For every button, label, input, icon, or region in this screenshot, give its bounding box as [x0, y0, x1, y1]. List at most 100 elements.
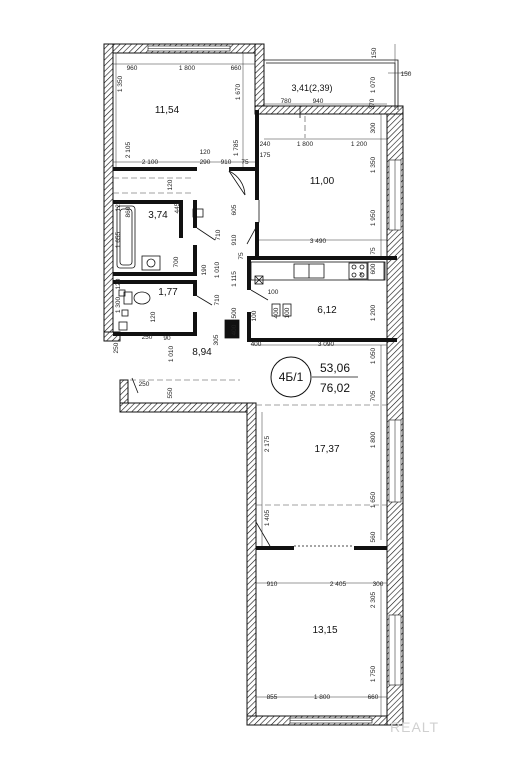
dim-label: 960	[127, 65, 138, 72]
dim-label: 90	[163, 335, 171, 342]
dim-label: 400	[251, 341, 262, 348]
dim-label: 400	[231, 324, 238, 335]
dim-label: 305	[213, 334, 220, 345]
dim-label: 1 750	[370, 665, 377, 682]
dim-label: 120	[200, 149, 211, 156]
wall-left-bottom	[103, 331, 121, 342]
area-wc: 1,77	[158, 287, 178, 298]
dim-label: 2 305	[370, 591, 377, 608]
doors	[131, 106, 354, 547]
dimension-lines	[113, 44, 410, 716]
wall-right-room-top	[254, 105, 404, 115]
dim-label: 1 800	[179, 65, 196, 72]
apartment-badge: 4Б/1 53,06 76,02	[270, 356, 358, 398]
fixtures	[116, 205, 386, 331]
dim-label: 75	[238, 252, 245, 260]
dim-label: 1 300	[115, 296, 122, 313]
dim-label: 120	[115, 200, 122, 211]
dim-label: 1 650	[370, 491, 377, 508]
dim-label: 100	[284, 307, 291, 318]
dim-label: 75	[370, 247, 377, 255]
dim-label: 2 105	[125, 141, 132, 158]
dim-label: 560	[370, 531, 377, 542]
vent-icon	[254, 275, 264, 285]
kitchen-mark: x	[359, 271, 363, 278]
dim-label: 1 405	[264, 509, 271, 526]
dim-label: 120	[115, 278, 122, 289]
zone-dashes	[113, 116, 387, 506]
kitchen-counter	[250, 261, 386, 281]
dim-label: 1 115	[231, 271, 238, 287]
dim-label: 1 800	[314, 694, 331, 701]
dim-label: 290	[200, 159, 211, 166]
living-area: 53,06	[320, 361, 350, 375]
wall-entrance-bottom	[119, 402, 257, 413]
dim-label: 710	[215, 229, 222, 240]
dim-label: 1 655	[115, 231, 122, 248]
dim-label: 445	[174, 202, 181, 213]
dim-label: 240	[260, 141, 271, 148]
watermark-logo: REALT	[390, 719, 439, 735]
area-kitchen: 6,12	[317, 305, 337, 316]
dim-label: 120	[167, 179, 174, 190]
dim-label: 100	[268, 289, 279, 296]
area-hall: 8,94	[192, 347, 212, 358]
wall-bedroom-right	[254, 43, 265, 111]
dim-label: 190	[201, 264, 208, 275]
dim-label: 910	[267, 581, 278, 588]
apartment-code: 4Б/1	[279, 370, 304, 384]
total-area: 76,02	[320, 381, 350, 395]
dim-label: 780	[281, 98, 292, 105]
dim-label: 120	[150, 311, 157, 322]
dim-label: 2 175	[264, 435, 271, 452]
dim-label: 2 405	[330, 581, 347, 588]
dim-label: 150	[401, 71, 412, 78]
dim-label: 500	[231, 307, 238, 318]
area-room-right-top: 11,00	[310, 176, 335, 187]
dim-label: 1 200	[370, 304, 377, 321]
dim-label: 2 100	[142, 159, 159, 166]
dim-label: 1 350	[370, 156, 377, 173]
area-living: 17,37	[314, 444, 339, 455]
dim-label: 600	[370, 263, 377, 274]
dimension-texts: 150 150 960 1 800 660 1 070 1 350 1 670 …	[113, 47, 412, 701]
dim-label: 1 010	[168, 345, 175, 362]
room-labels: 11,54 3,41(2,39) 11,00 3,74 6,12 1,77 8,…	[148, 83, 363, 636]
dim-label: 370	[369, 98, 376, 109]
dim-label: 100	[251, 310, 258, 321]
dim-label: 700	[173, 256, 180, 267]
dim-label: 1 070	[370, 76, 377, 93]
dim-label: 300	[373, 581, 384, 588]
bathtub-icon	[116, 205, 136, 269]
dim-label: 710	[214, 294, 221, 305]
dim-label: 400	[273, 307, 280, 318]
windows	[147, 45, 402, 724]
dim-label: 1 950	[370, 209, 377, 226]
dim-label: 1 050	[370, 347, 377, 364]
area-bedroom-top: 11,54	[155, 105, 180, 116]
dim-label: 75	[241, 159, 249, 166]
dim-label: 550	[167, 387, 174, 398]
dim-label: 3 490	[310, 238, 327, 245]
dim-label: 1 350	[117, 75, 124, 92]
apartment-code-circle	[270, 356, 312, 398]
dim-label: 705	[370, 390, 377, 401]
area-bath: 3,74	[148, 210, 168, 221]
sink-icon	[141, 255, 161, 271]
dim-label: 910	[221, 159, 232, 166]
area-balcony: 3,41(2,39)	[291, 83, 332, 93]
dim-label: 1 800	[370, 431, 377, 448]
dim-label: 940	[313, 98, 324, 105]
dim-label: 660	[231, 65, 242, 72]
dim-label: 1 010	[214, 261, 221, 278]
dim-label: 855	[267, 694, 278, 701]
dim-label: 660	[368, 694, 379, 701]
dim-label: 150	[371, 47, 378, 58]
stove-icon	[348, 262, 368, 280]
wall-lower-left	[246, 402, 257, 726]
toilet-icon	[133, 291, 151, 305]
wall-left	[103, 43, 114, 342]
dim-label: 250	[139, 381, 150, 388]
area-bedroom-bottom: 13,15	[312, 625, 337, 636]
dim-label: 175	[260, 152, 271, 159]
